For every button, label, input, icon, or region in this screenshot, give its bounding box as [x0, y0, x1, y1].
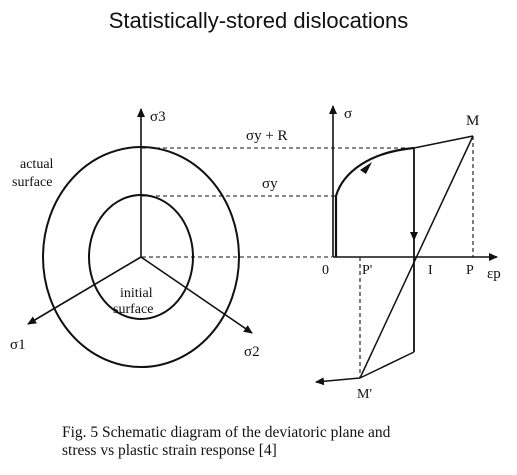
origin-label: 0	[322, 263, 329, 278]
sigma1-label: σ1	[10, 337, 26, 353]
reverse-branch-arrow	[315, 377, 361, 386]
actual-surface-label-line1: actual	[20, 157, 54, 172]
m-label: M	[466, 113, 479, 129]
loading-arrow-head	[360, 162, 372, 174]
deviatoric-plane: σ3 σ1 σ2 actual surface initial surface	[10, 108, 260, 368]
stress-strain-plot: σ εp 0 P' I P M M'	[315, 105, 501, 402]
figure-caption: Fig. 5 Schematic diagram of the deviator…	[62, 424, 502, 460]
caption-line-1: Fig. 5 Schematic diagram of the deviator…	[62, 424, 391, 441]
p-prime-label: P'	[362, 263, 372, 278]
i-label: I	[428, 263, 433, 278]
hardening-line	[413, 135, 474, 149]
level-guides	[142, 147, 414, 258]
p-label: P	[466, 263, 474, 278]
sigma2-label: σ2	[244, 344, 260, 360]
strain-axis-label: εp	[487, 266, 501, 282]
level-lower-label: σy	[262, 176, 278, 192]
actual-surface-label-line2: surface	[12, 175, 52, 190]
sigma1-axis	[27, 256, 142, 325]
level-upper-label: σy + R	[246, 128, 288, 144]
elastic-line	[359, 135, 474, 379]
loading-curve	[334, 146, 415, 257]
sigma-axis-label: σ	[344, 106, 352, 122]
sigma2-axis	[140, 256, 253, 334]
slide-title: Statistically-stored dislocations	[108, 8, 409, 33]
m-prime-label: M'	[357, 387, 372, 402]
initial-surface-label-line1: initial	[120, 286, 153, 301]
sigma3-label: σ3	[150, 109, 166, 125]
caption-line-2: stress vs plastic strain response [4]	[62, 442, 277, 459]
initial-surface-label-line2: surface	[113, 302, 153, 317]
reverse-hardening-line	[359, 351, 415, 379]
